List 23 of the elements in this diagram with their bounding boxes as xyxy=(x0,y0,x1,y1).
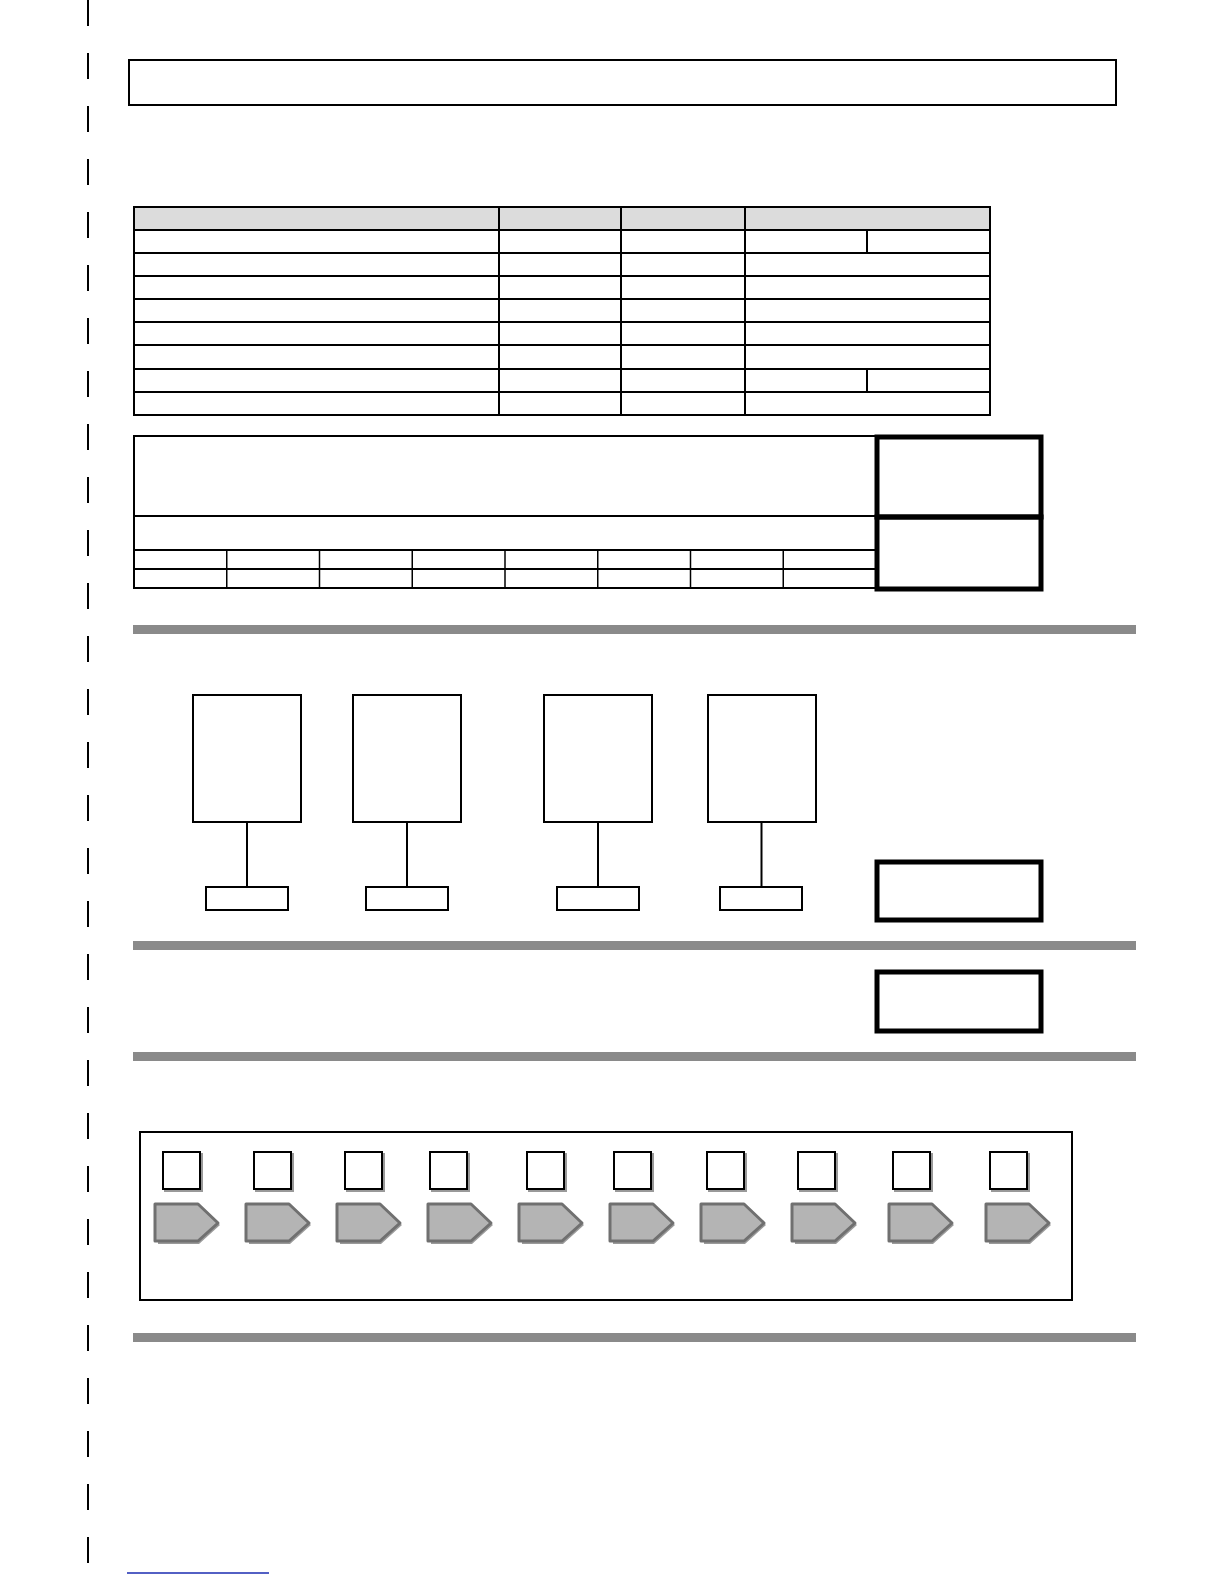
empty-box xyxy=(205,886,289,911)
empty-box xyxy=(543,694,653,823)
empty-box xyxy=(352,694,462,823)
empty-box xyxy=(162,1151,201,1190)
empty-box xyxy=(892,1151,931,1190)
empty-box xyxy=(719,886,803,911)
connector-line xyxy=(246,822,248,887)
empty-box xyxy=(556,886,640,911)
empty-box xyxy=(797,1151,836,1190)
empty-box xyxy=(989,1151,1028,1190)
empty-box xyxy=(344,1151,383,1190)
connector-line xyxy=(760,822,763,887)
empty-box xyxy=(253,1151,292,1190)
empty-box xyxy=(526,1151,565,1190)
connector-line xyxy=(597,822,599,887)
empty-box xyxy=(706,1151,745,1190)
empty-box xyxy=(707,694,817,823)
empty-box xyxy=(429,1151,468,1190)
empty-box xyxy=(192,694,302,823)
connector-line xyxy=(406,822,408,887)
empty-box xyxy=(365,886,449,911)
empty-box xyxy=(139,1131,1073,1301)
empty-box xyxy=(613,1151,652,1190)
